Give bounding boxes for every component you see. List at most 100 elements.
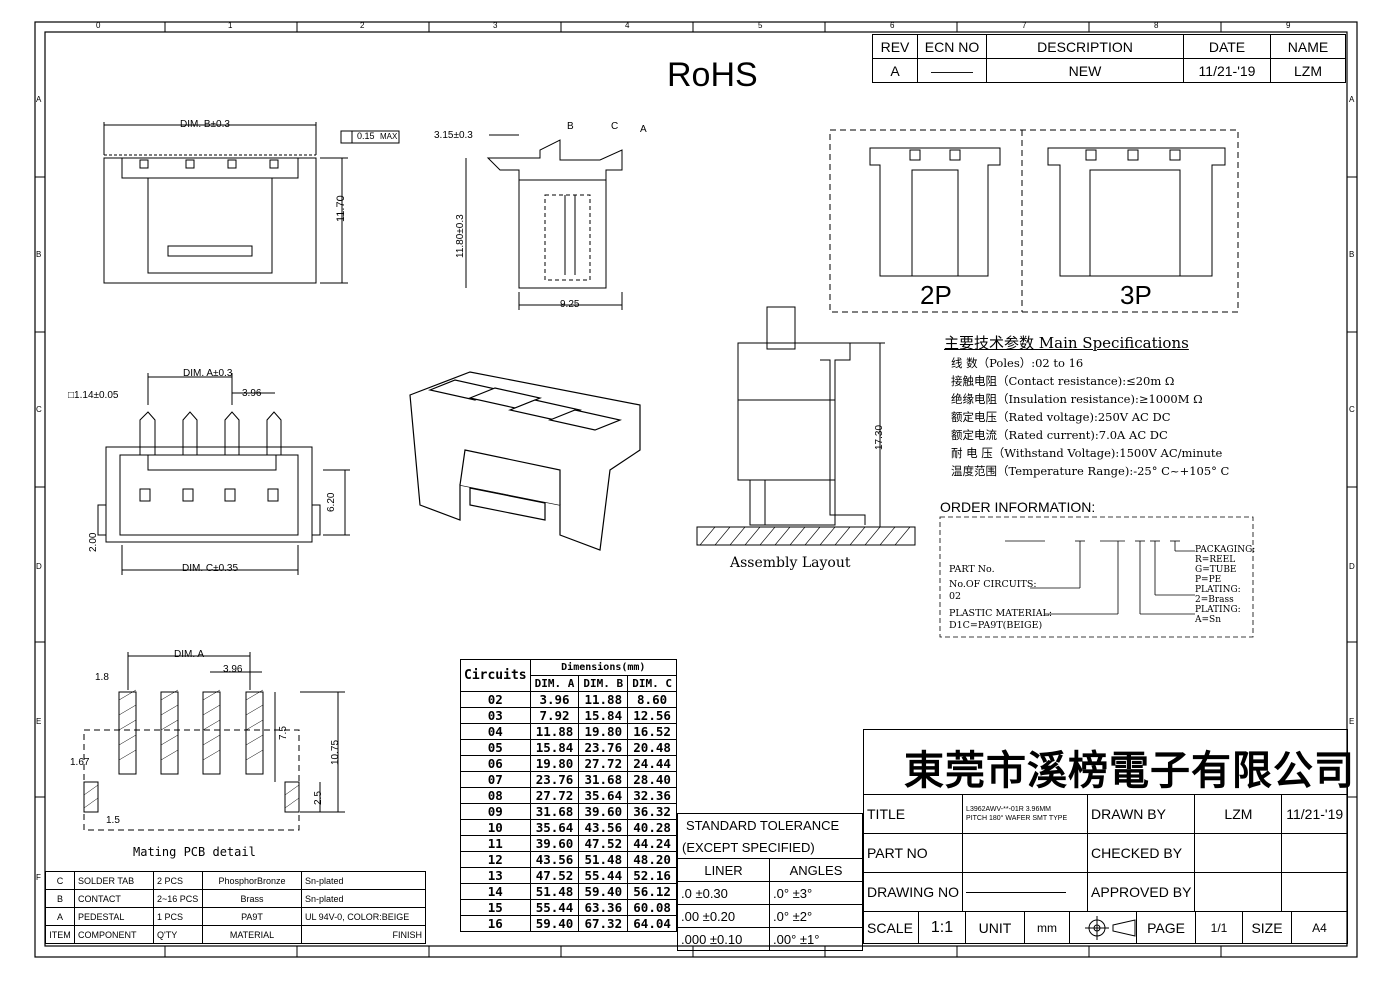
- bom-table: C SOLDER TAB 2 PCS PhosphorBronze Sn-pla…: [45, 871, 426, 944]
- packaging-line-1: PACKAGING:: [1195, 545, 1256, 555]
- page-value: 1/1: [1195, 911, 1243, 944]
- dims-subheader-row: DIM. A DIM. B DIM. C: [461, 675, 677, 692]
- dim-a-value: 27.72: [529, 787, 580, 804]
- title-line-2: PITCH 180° WAFER SMT TYPE: [966, 815, 1068, 822]
- dim-c-value: 56.12: [627, 883, 677, 900]
- description-header: DESCRIPTION: [986, 34, 1184, 59]
- side-view: [465, 134, 623, 310]
- order-title: ORDER INFORMATION:: [940, 499, 1096, 515]
- dimensions-header: Dimensions(mm): [529, 659, 678, 676]
- circuit-count: 11: [460, 835, 531, 852]
- company-name: 東莞市溪榜電子有限公司: [904, 748, 1355, 794]
- dim-c-value: 64.04: [627, 915, 677, 932]
- dim-c-value: 36.32: [627, 803, 677, 820]
- part-no-value: [962, 833, 1089, 873]
- packaging-line-4: P=PE: [1195, 575, 1222, 585]
- pcb-18-label: 1.8: [95, 672, 109, 683]
- dim-a-value: 39.60: [529, 835, 580, 852]
- tolerance-row: .00 ±0.20.0° ±2°: [677, 904, 863, 928]
- size-label: SIZE: [1242, 911, 1292, 944]
- circuit-count: 08: [460, 787, 531, 804]
- front-view: [97, 373, 350, 575]
- dim-c-value: 20.48: [627, 739, 677, 756]
- name-value: LZM: [1270, 58, 1346, 83]
- row-marker-c-right: C: [1349, 405, 1355, 414]
- part-no-label: PART NO: [862, 833, 964, 873]
- plating1-line-2: 2=Brass: [1195, 595, 1234, 605]
- row-marker-b-right: B: [1349, 250, 1355, 259]
- spec-line-7: 温度范围（Temperature Range):-25° C~+105° C: [951, 464, 1230, 478]
- date-header: DATE: [1183, 34, 1271, 59]
- pcb-167-label: 1.67: [70, 757, 90, 768]
- part-no-row: PART NO CHECKED BY: [862, 833, 1348, 873]
- bom-material: PhosphorBronze: [202, 871, 302, 890]
- bom-qty: 1 PCS: [153, 907, 203, 926]
- dim-c-col-header: DIM. C: [627, 675, 677, 692]
- row-marker-c: C: [36, 405, 42, 414]
- scale-label: SCALE: [863, 911, 919, 944]
- circuit-count: 10: [460, 819, 531, 836]
- approved-by-date: [1281, 872, 1348, 912]
- specs-title: 主要技术参数 Main Specifications: [944, 334, 1189, 352]
- top-height-label: 11.70: [335, 195, 347, 222]
- row-marker-e-right: E: [1349, 717, 1355, 726]
- spec-line-4: 额定电压（Rated voltage):250V AC DC: [951, 410, 1171, 424]
- dim-b-value: 19.80: [578, 723, 629, 740]
- bom-material-header: MATERIAL: [202, 925, 302, 944]
- tolerance-row: .000 ±0.10.00° ±1°: [677, 927, 863, 951]
- bom-row-a: A PEDESTAL 1 PCS PA9T UL 94V-0, COLOR:BE…: [45, 907, 426, 926]
- scale-row-cells: SCALE 1:1 UNIT mm PAGE 1/1 SIZE A4: [863, 911, 1348, 944]
- dim-c-value: 60.08: [627, 899, 677, 916]
- pcb-15-label: 1.5: [106, 815, 120, 826]
- bom-qty: 2~16 PCS: [153, 889, 203, 908]
- approved-by-label: APPROVED BY: [1087, 872, 1196, 912]
- row-marker-b: B: [36, 250, 42, 259]
- page-label: PAGE: [1136, 911, 1196, 944]
- row-marker-a-right: A: [1349, 95, 1355, 104]
- ecn-header: ECN NO: [917, 34, 987, 59]
- circuit-count: 13: [460, 867, 531, 884]
- plating2-line-1: PLATING:: [1195, 605, 1241, 615]
- checked-by-name: [1194, 833, 1283, 873]
- circuit-count: 07: [460, 771, 531, 788]
- ecn-value: ———: [917, 58, 987, 83]
- assembly-height-label: 17.30: [874, 424, 885, 450]
- revision-row: A ——— NEW 11/21-'19 LZM: [872, 58, 1346, 83]
- title-label: TITLE: [862, 794, 964, 834]
- side-d2-label: 11.80±0.3: [455, 214, 466, 258]
- row-marker-e: E: [36, 717, 42, 726]
- bom-row-c: C SOLDER TAB 2 PCS PhosphorBronze Sn-pla…: [45, 871, 426, 890]
- circuit-count: 09: [460, 803, 531, 820]
- plating1-line-1: PLATING:: [1195, 585, 1241, 595]
- tolerance-header-row: LINER ANGLES: [677, 858, 863, 882]
- bom-component: CONTACT: [74, 889, 154, 908]
- pin-size-label: □1.14±0.05: [68, 390, 119, 401]
- dim-c-value: 40.28: [627, 819, 677, 836]
- liner-value: .000 ±0.10: [677, 927, 770, 951]
- approved-by-name: [1194, 872, 1283, 912]
- size-value: A4: [1291, 911, 1348, 944]
- revision-header-row: REV ECN NO DESCRIPTION DATE NAME: [872, 34, 1346, 59]
- description-value: NEW: [986, 58, 1184, 83]
- column-ticks: [35, 22, 1357, 957]
- dim-a-col-header: DIM. A: [529, 675, 580, 692]
- dim-c-value: 16.52: [627, 723, 677, 740]
- col-marker-0: 0: [96, 21, 101, 30]
- drawn-by-label: DRAWN BY: [1087, 794, 1196, 834]
- dims-header-row: Circuits Dimensions(mm): [460, 659, 678, 692]
- dim-c-label: DIM. C±0.35: [182, 563, 239, 574]
- rev-value: A: [872, 58, 918, 83]
- drawing-no-value: [962, 872, 1089, 912]
- plating2-line-2: A=Sn: [1195, 615, 1222, 625]
- dim-a-value: 51.48: [529, 883, 580, 900]
- angle-value: .00° ±1°: [769, 927, 863, 951]
